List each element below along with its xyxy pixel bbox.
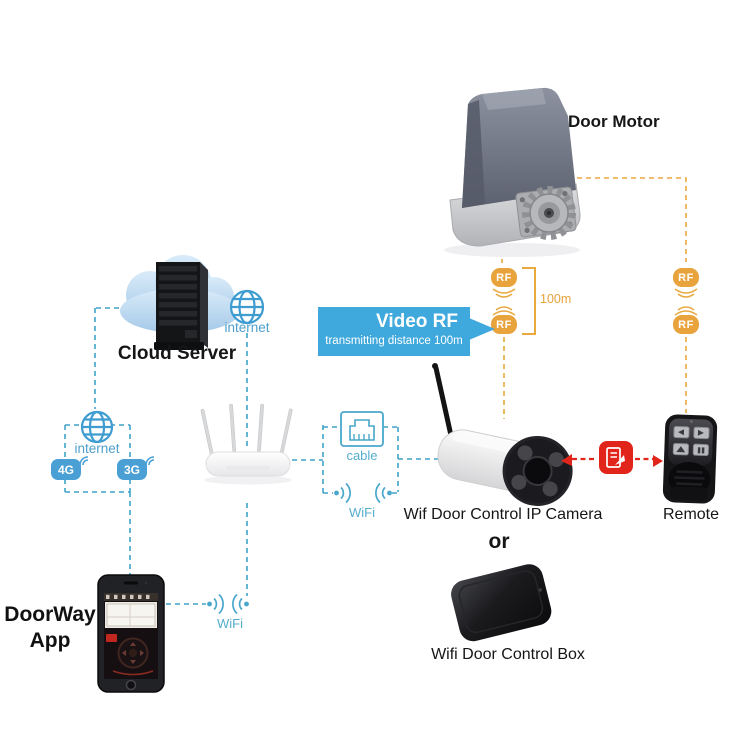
cloud-server-illustration <box>120 255 240 350</box>
app-label-line1: DoorWay <box>4 603 96 626</box>
remote-illustration <box>662 414 718 504</box>
cable-label: cable <box>346 448 378 463</box>
router-illustration <box>200 403 293 485</box>
rf-code-icon <box>599 441 633 474</box>
wifi-label: WiFi <box>217 616 243 631</box>
signal-waves-icon <box>145 456 155 466</box>
or-label: or <box>488 530 510 553</box>
control-box-label: Wifi Door Control Box <box>431 646 585 663</box>
door-motor-illustration <box>444 87 581 257</box>
video-rf-subtitle: transmitting distance 100m <box>325 335 463 347</box>
rf-wave-icon <box>492 288 698 316</box>
network-connector-lines <box>64 306 450 605</box>
gear-icon <box>522 186 576 240</box>
arrowhead-right <box>653 455 663 467</box>
internet-globe-icon <box>229 289 265 325</box>
ethernet-cable-icon <box>340 411 384 447</box>
rf-badge: RF <box>491 268 517 287</box>
badge-3g: 3G <box>117 456 155 480</box>
camera-antenna <box>433 365 455 443</box>
door-motor-label: Door Motor <box>568 112 660 131</box>
phone-illustration <box>97 574 165 693</box>
rf-badge: RF <box>673 315 699 334</box>
internet-globe-icon <box>80 410 114 444</box>
rf-badge: RF <box>491 315 517 334</box>
distance-bracket <box>522 267 536 335</box>
server-tower-icon <box>154 262 208 350</box>
signal-waves-icon <box>79 456 89 466</box>
remote-signal-link <box>561 441 663 474</box>
wifi-link-icon <box>334 482 392 504</box>
app-label: DoorWay App <box>0 602 100 654</box>
ip-camera-illustration <box>432 363 573 506</box>
badge-4g-label: 4G <box>57 462 74 477</box>
wifi-link-icon <box>207 593 249 615</box>
arrowhead-left <box>561 454 572 466</box>
internet-label: internet <box>74 441 120 456</box>
badge-4g: 4G <box>51 456 89 480</box>
control-box-illustration <box>451 564 552 642</box>
rf-badge: RF <box>673 268 699 287</box>
rf-distance-label: 100m <box>540 292 572 306</box>
internet-label: internet <box>224 320 270 335</box>
wifi-label: WiFi <box>349 505 375 520</box>
cloud-server-label: Cloud Server <box>117 343 237 364</box>
remote-label: Remote <box>662 506 720 523</box>
app-label-line2: App <box>29 629 71 652</box>
badge-3g-label: 3G <box>123 462 140 477</box>
video-rf-title: Video RF <box>376 311 458 332</box>
callout-arrow-icon <box>469 318 495 340</box>
camera-label: Wif Door Control IP Camera <box>403 506 603 523</box>
video-rf-callout: Video RF transmitting distance 100m <box>318 307 495 356</box>
